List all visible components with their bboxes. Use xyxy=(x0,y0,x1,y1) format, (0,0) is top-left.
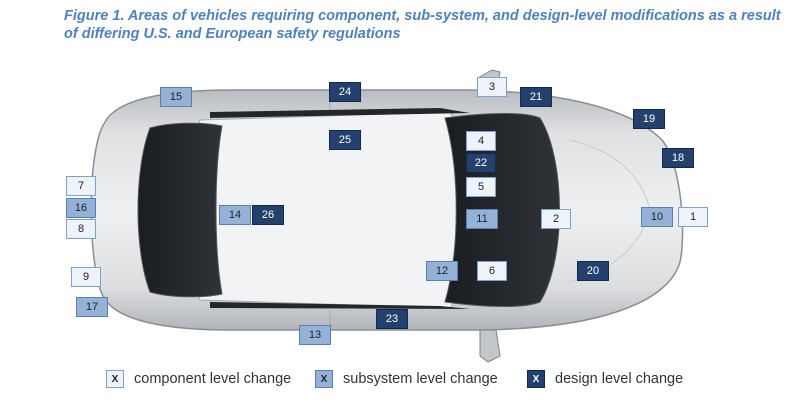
marker-5: 5 xyxy=(466,177,496,197)
legend-component: X component level change xyxy=(106,369,291,389)
legend-swatch-design: X xyxy=(527,370,545,388)
legend-swatch-subsystem: X xyxy=(315,370,333,388)
side-window-top xyxy=(210,108,470,118)
legend-swatch-component: X xyxy=(106,370,124,388)
marker-7: 7 xyxy=(66,176,96,196)
legend-label-subsystem: subsystem level change xyxy=(343,371,498,387)
marker-21: 21 xyxy=(520,87,552,107)
marker-3: 3 xyxy=(477,77,507,97)
marker-4: 4 xyxy=(466,131,496,151)
figure-title: Figure 1. Areas of vehicles requiring co… xyxy=(64,8,781,42)
marker-15: 15 xyxy=(160,87,192,107)
legend-design: X design level change xyxy=(527,369,683,389)
marker-13: 13 xyxy=(299,325,331,345)
marker-8: 8 xyxy=(66,219,96,239)
rear-window xyxy=(137,122,223,298)
marker-23: 23 xyxy=(376,309,408,329)
marker-17: 17 xyxy=(76,297,108,317)
right-mirror xyxy=(479,329,501,363)
side-window-bottom xyxy=(210,302,470,309)
legend-label-design: design level change xyxy=(555,371,684,387)
marker-11: 11 xyxy=(466,209,498,229)
marker-20: 20 xyxy=(577,261,609,281)
marker-26: 26 xyxy=(252,205,284,225)
marker-25: 25 xyxy=(329,130,361,150)
legend-label-component: component level change xyxy=(134,371,292,387)
marker-16: 16 xyxy=(66,198,96,218)
marker-18: 18 xyxy=(662,148,694,168)
marker-6: 6 xyxy=(477,261,507,281)
marker-22: 22 xyxy=(466,153,496,173)
marker-9: 9 xyxy=(71,267,101,287)
marker-24: 24 xyxy=(329,82,361,102)
marker-12: 12 xyxy=(426,261,458,281)
marker-10: 10 xyxy=(641,207,673,227)
legend-subsystem: X subsystem level change xyxy=(315,369,498,389)
marker-19: 19 xyxy=(633,109,665,129)
marker-14: 14 xyxy=(219,205,251,225)
marker-2: 2 xyxy=(541,209,571,229)
marker-1: 1 xyxy=(678,207,708,227)
